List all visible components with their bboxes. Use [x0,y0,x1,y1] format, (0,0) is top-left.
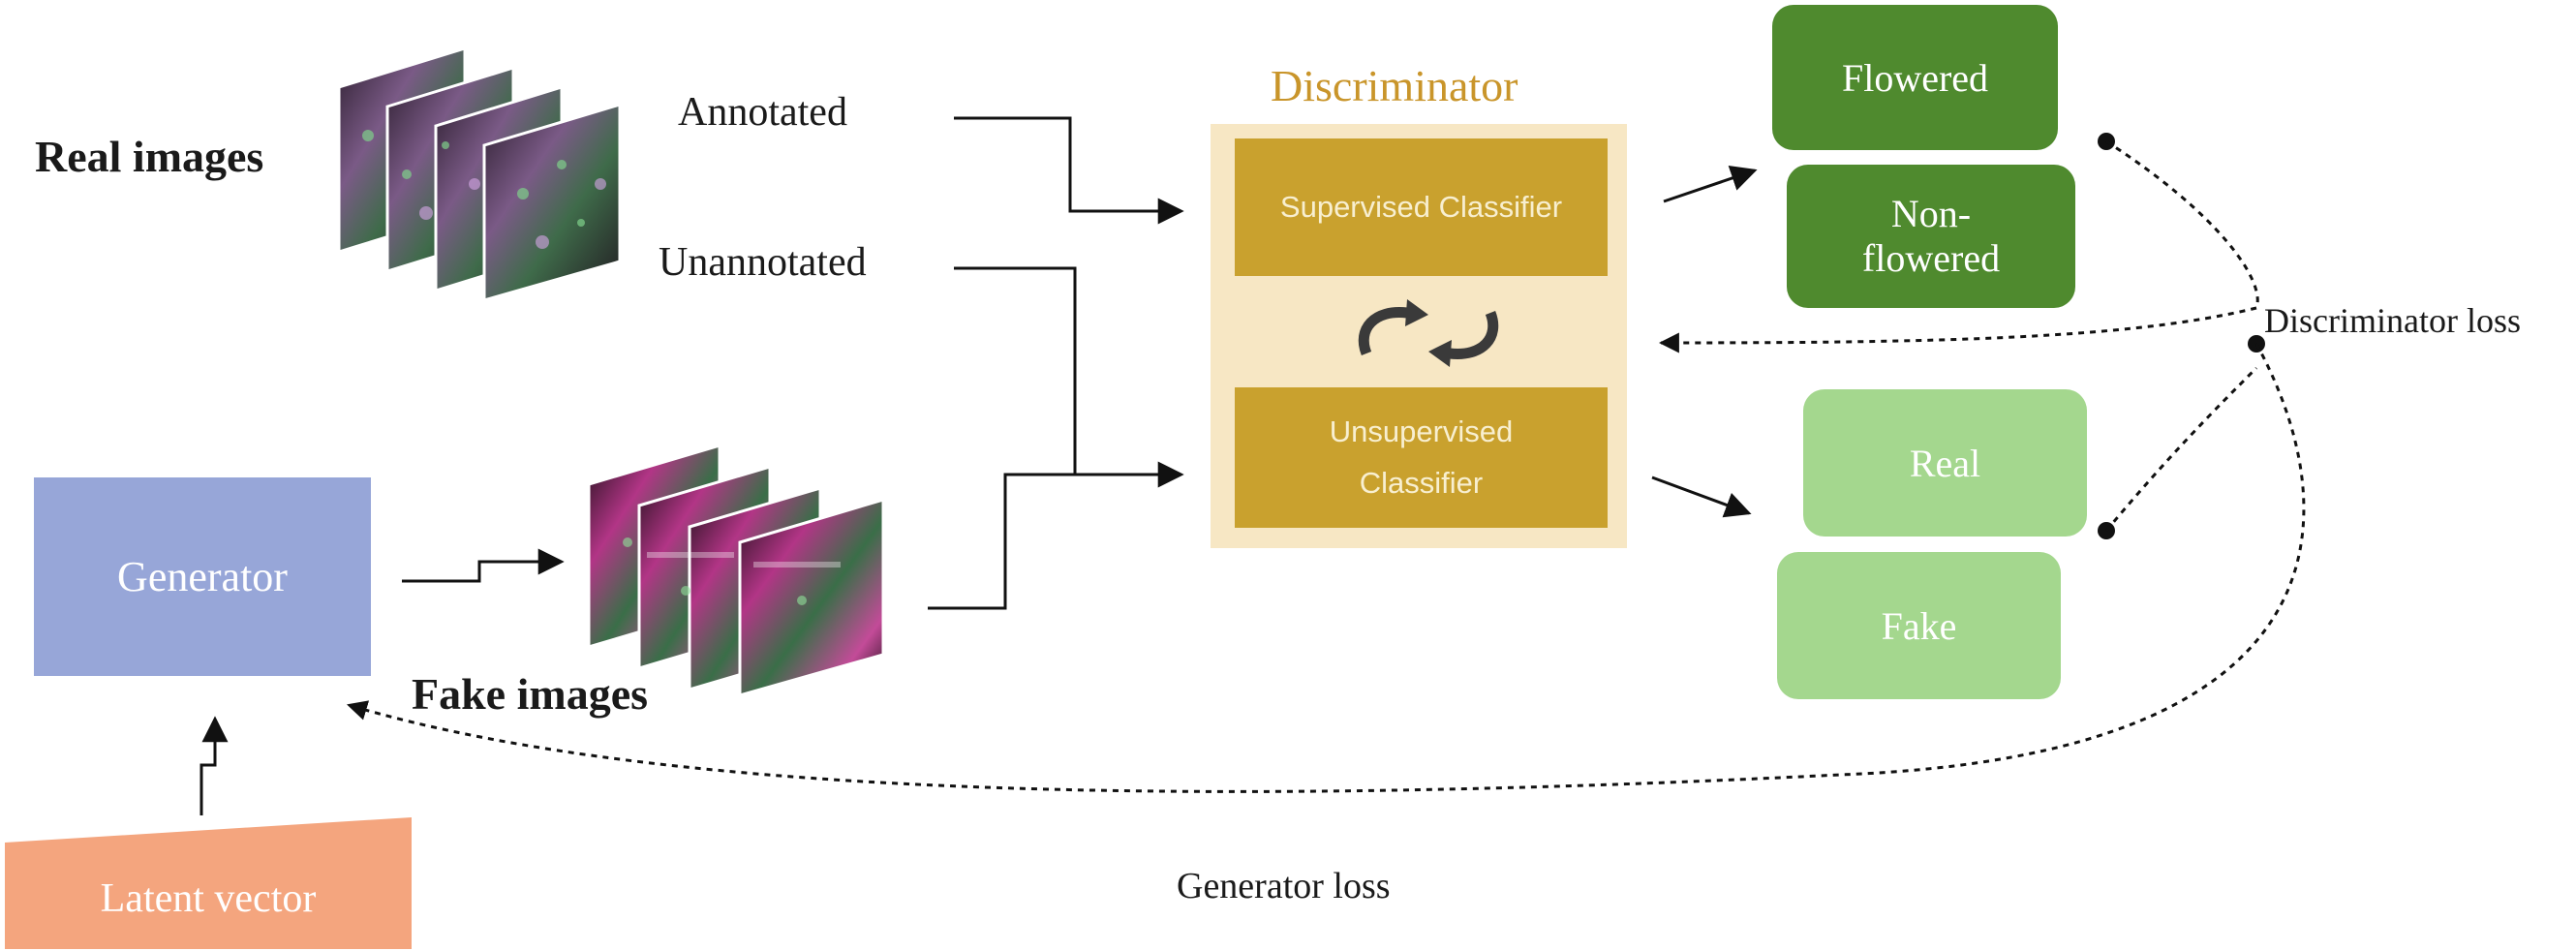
flowered-box: Flowered [1772,5,2058,150]
annotated-label: Annotated [678,90,847,135]
discriminator-loss-curve-lower [2104,366,2258,532]
unsupervised-classifier-box: Unsupervised Classifier [1235,387,1608,528]
fake-box: Fake [1777,552,2061,699]
discriminator-title: Discriminator [1271,61,1518,110]
arrow-annotated-to-supervised [954,116,1184,225]
generator-box: Generator [34,477,371,676]
unannotated-label: Unannotated [659,240,867,285]
arrow-supervised-to-outputs [1663,166,1758,203]
latent-vector-label: Latent vector [100,875,317,921]
fake-images-label: Fake images [412,669,649,719]
flowered-label: Flowered [1841,55,1989,100]
arrow-latent-to-generator [199,716,229,815]
discriminator-loss-label: Discriminator loss [2264,301,2521,340]
generator-loss-label: Generator loss [1177,866,1391,906]
latent-vector-shape [5,817,412,949]
fake-images-stack [587,445,885,697]
arrow-generator-to-fake-images [402,548,565,583]
generator-label: Generator [117,553,288,600]
arrow-unsupervised-to-outputs [1651,476,1752,518]
arrow-unannotated-to-unsupervised [954,266,1184,488]
non-flowered-label: Non-flowered [1861,192,2001,280]
latent-vector-box: Latent vector [5,852,412,944]
generator-loss-curve [346,343,2306,793]
cycle-arrows-icon [1358,299,1499,367]
arrow-fake-images-to-unsupervised [928,473,1075,610]
real-box: Real [1803,389,2087,537]
discriminator-loss-arrow [1658,306,2257,353]
real-images-stack [337,48,622,300]
real-label: Real [1909,441,1981,485]
real-images-label: Real images [35,132,264,181]
supervised-classifier-label: Supervised Classifier [1279,189,1563,224]
non-flowered-box: Non-flowered [1787,165,2075,308]
supervised-classifier-box: Supervised Classifier [1235,138,1608,276]
discriminator-loss-curve-upper [2105,139,2259,309]
unsupervised-classifier-label: Unsupervised Classifier [1329,414,1514,500]
fake-label: Fake [1881,603,1957,648]
